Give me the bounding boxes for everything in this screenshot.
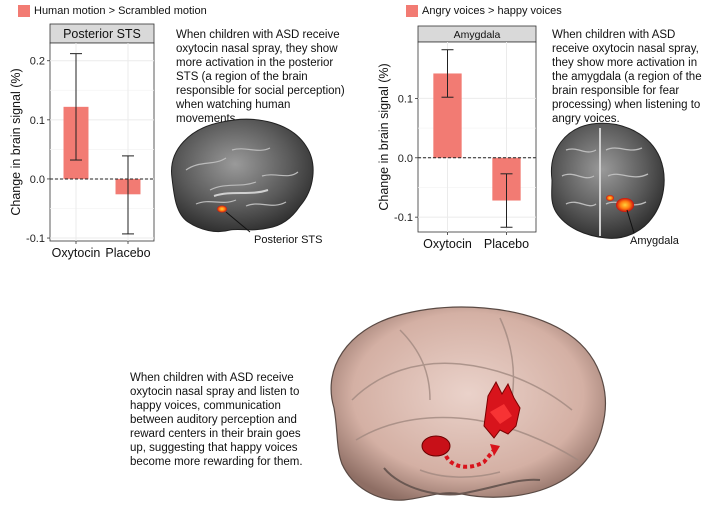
legend-swatch xyxy=(406,5,418,17)
y-tick-label: 0.2 xyxy=(30,56,45,68)
x-tick-label: Oxytocin xyxy=(52,246,101,260)
description-right: When children with ASD receive oxytocin … xyxy=(552,29,702,125)
chart-posterior-sts: Posterior STS Oxytocin Placebo -0.1 0.0 0.1 0.… xyxy=(9,23,155,260)
legend-right: Angry voices > happy voices xyxy=(406,5,562,17)
y-tick-label: 0.1 xyxy=(30,115,45,127)
y-axis-title: Change in brain signal (%) xyxy=(377,63,391,210)
x-tick-label: Oxytocin xyxy=(423,237,472,251)
connection-arrow xyxy=(444,448,496,469)
legend-left: Human motion > Scrambled motion xyxy=(18,5,207,17)
description-left: When children with ASD receive oxytocin … xyxy=(176,29,345,125)
x-tick-label: Placebo xyxy=(105,246,150,260)
activation-blob xyxy=(616,198,634,212)
panel-title: Posterior STS xyxy=(63,27,141,41)
activation-blob xyxy=(217,205,227,213)
y-tick-label: 0.1 xyxy=(398,93,413,105)
legend-label: Angry voices > happy voices xyxy=(422,5,562,17)
description-bottom: When children with ASD receive oxytocin … xyxy=(130,372,303,468)
activation-blob xyxy=(606,195,614,201)
brain-3d-image xyxy=(330,306,606,501)
brain-label-amygdala: Amygdala xyxy=(630,235,680,247)
y-tick-label: 0.0 xyxy=(398,153,413,165)
activation-auditory-region xyxy=(421,435,451,457)
brain-lateral-image: Posterior STS xyxy=(171,118,322,246)
y-tick-label: -0.1 xyxy=(26,233,45,245)
legend-swatch xyxy=(18,5,30,17)
legend-label: Human motion > Scrambled motion xyxy=(34,5,207,17)
panel-title: Amygdala xyxy=(454,29,501,41)
y-tick-label: -0.1 xyxy=(394,212,413,224)
brain-sectional-image: Amygdala xyxy=(550,122,680,247)
y-axis-title: Change in brain signal (%) xyxy=(9,68,23,215)
y-tick-label: 0.0 xyxy=(30,174,45,186)
brain-label-sts: Posterior STS xyxy=(254,234,322,246)
x-tick-label: Placebo xyxy=(484,237,529,251)
